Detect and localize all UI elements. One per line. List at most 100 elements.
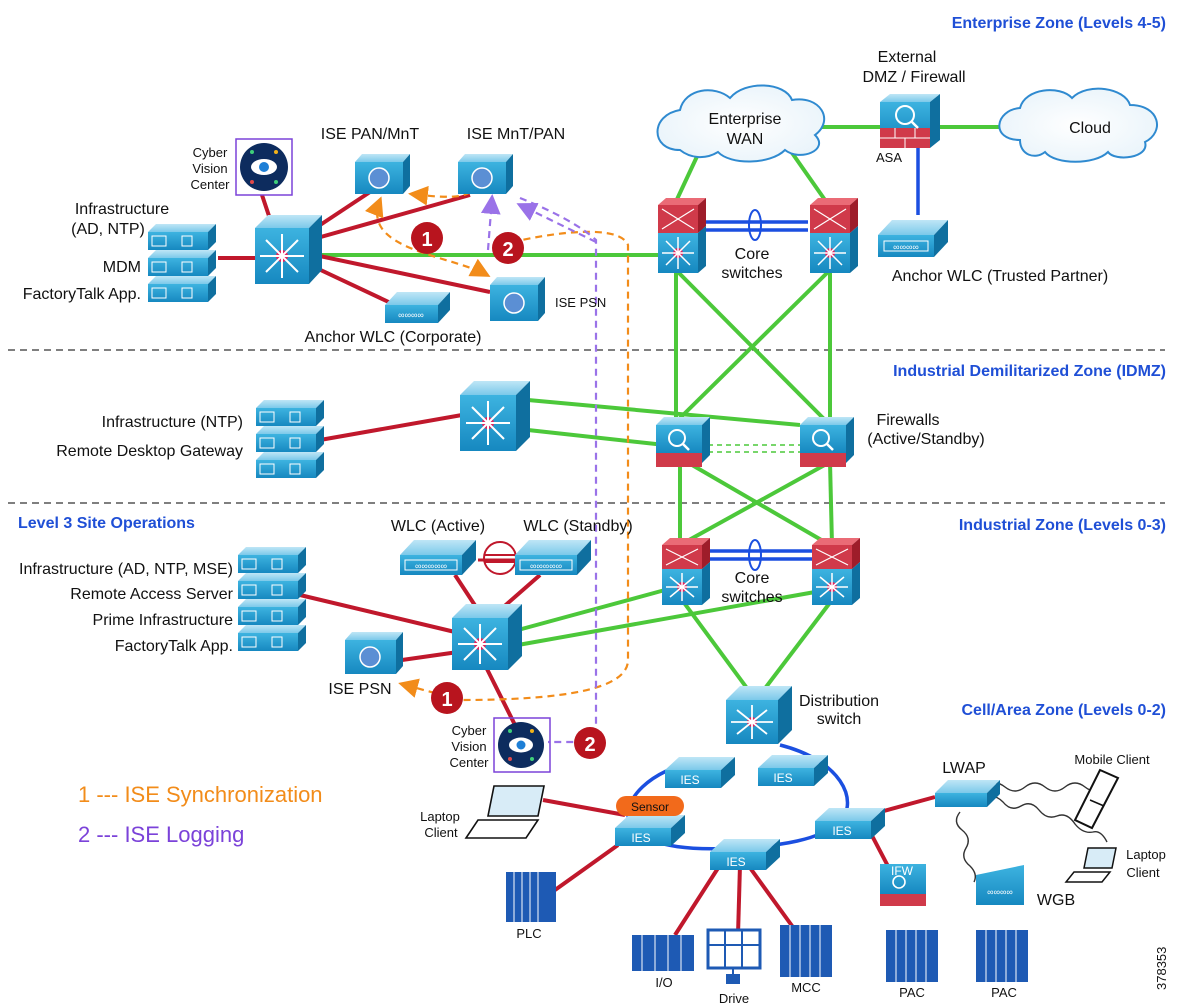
io-icon <box>632 935 694 971</box>
zone-level3: Level 3 Site Operations <box>18 515 195 532</box>
svg-text:1: 1 <box>421 229 432 251</box>
cyber-top-line1: Cyber <box>193 145 228 160</box>
mobile-client-label: Mobile Client <box>1074 752 1150 767</box>
ies-label-1: IES <box>680 773 699 787</box>
core-switch-top-left-icon <box>658 198 706 273</box>
core-top-line2: switches <box>721 265 782 282</box>
cyber-vision-center-bottom-icon <box>493 717 551 773</box>
anchor-wlc-partner-icon: ∞∞∞∞ <box>878 220 948 257</box>
badge-sync-top: 1 <box>411 222 443 254</box>
svg-text:∞∞∞∞: ∞∞∞∞ <box>398 310 424 320</box>
cyber-bot-line1: Cyber <box>452 723 487 738</box>
laptop-right-line2: Client <box>1126 865 1160 880</box>
svg-text:∞∞∞∞∞: ∞∞∞∞∞ <box>415 561 447 571</box>
mobile-client-icon <box>1073 768 1120 830</box>
pac1-icon <box>886 930 938 982</box>
pac1-label: PAC <box>899 985 925 1000</box>
ies-switch-3 <box>615 815 685 846</box>
green-links <box>315 125 1005 697</box>
svg-text:∞∞∞∞∞: ∞∞∞∞∞ <box>530 561 562 571</box>
core-switch-top-right-icon <box>810 198 858 273</box>
ise-logging-flows <box>480 194 598 744</box>
ise-psn-top-icon <box>490 277 545 321</box>
core-bot-line2: switches <box>721 589 782 606</box>
rdg-label: Remote Desktop Gateway <box>56 443 243 460</box>
asa-firewall-icon <box>880 94 940 148</box>
level3-switch-icon <box>452 604 522 670</box>
core-bot-line1: Core <box>735 570 770 587</box>
wlc-standby-icon: ∞∞∞∞∞ <box>515 540 591 575</box>
laptop-left-line1: Laptop <box>420 809 460 824</box>
svg-text:2: 2 <box>502 239 513 261</box>
cyber-vision-center-top-icon <box>235 138 293 196</box>
prime-label: Prime Infrastructure <box>93 612 234 629</box>
zone-cell: Cell/Area Zone (Levels 0-2) <box>961 702 1166 719</box>
ise-psn-bot-label: ISE PSN <box>328 681 391 698</box>
ext-dmz-line2: DMZ / Firewall <box>862 69 965 86</box>
cyber-top-line3: Center <box>190 177 230 192</box>
ies-switch-5 <box>815 808 885 839</box>
laptop-left-icon <box>464 785 545 839</box>
ise-pan-mnt-label: ISE PAN/MnT <box>321 126 420 143</box>
lwap-label: LWAP <box>942 760 986 777</box>
ext-dmz-line1: External <box>878 49 937 66</box>
anchor-wlc-corporate-icon: ∞∞∞∞ <box>385 292 450 323</box>
wgb-label: WGB <box>1037 892 1075 909</box>
distribution-switch-icon <box>726 686 792 744</box>
wlc-active-icon: ∞∞∞∞∞ <box>400 540 476 575</box>
cyber-bot-line3: Center <box>449 755 489 770</box>
drive-label: Drive <box>719 991 749 1006</box>
wireless-links <box>955 782 1108 883</box>
legend-sync: 1 --- ISE Synchronization <box>78 782 323 807</box>
cloud-label: Cloud <box>1069 120 1111 137</box>
enterprise-distribution-switch-icon <box>255 215 322 284</box>
asa-label: ASA <box>876 150 902 165</box>
infra-ad-ntp-line1: Infrastructure <box>75 201 169 218</box>
ies-label-2: IES <box>773 771 792 785</box>
firewall-standby-icon <box>800 417 854 467</box>
ifw-icon <box>880 864 926 906</box>
firewall-active-icon <box>656 417 710 467</box>
sensor-badge <box>616 796 684 816</box>
wlc-standby-label: WLC (Standby) <box>523 518 632 535</box>
firewalls-line1: Firewalls <box>876 412 939 429</box>
ras-label: Remote Access Server <box>70 586 233 603</box>
lwap-icon <box>935 780 1000 807</box>
badge-logging-bottom: 2 <box>574 727 606 759</box>
ies-switch-icons <box>615 755 885 870</box>
core-top-line1: Core <box>735 246 770 263</box>
zone-enterprise: Enterprise Zone (Levels 4-5) <box>952 15 1166 32</box>
red-links <box>218 190 936 937</box>
infra-mse-label: Infrastructure (AD, NTP, MSE) <box>19 561 233 578</box>
zone-industrial: Industrial Zone (Levels 0-3) <box>959 517 1166 534</box>
cyber-bot-line2: Vision <box>451 739 486 754</box>
svg-text:1: 1 <box>441 689 452 711</box>
blue-link-rings <box>748 209 762 571</box>
enterprise-wan-cloud <box>656 84 826 163</box>
anchor-corp-label: Anchor WLC (Corporate) <box>305 329 482 346</box>
badge-sync-bottom: 1 <box>431 682 463 714</box>
dist-switch-line2: switch <box>817 711 861 728</box>
zone-idmz: Industrial Demilitarized Zone (IDMZ) <box>893 363 1166 380</box>
badge-logging-top: 2 <box>492 232 524 264</box>
internet-cloud <box>998 87 1158 163</box>
plc-label: PLC <box>516 926 541 941</box>
ies-switch-4 <box>710 839 780 870</box>
svg-text:∞∞∞∞: ∞∞∞∞ <box>893 242 919 252</box>
ise-mnt-pan-icon <box>458 154 513 194</box>
ise-psn-bottom-icon <box>345 632 403 674</box>
ies-label-4: IES <box>726 855 745 869</box>
ise-pan-mnt-icon <box>355 154 410 194</box>
svg-text:2: 2 <box>584 734 595 756</box>
server-stack-top-icon <box>148 224 216 302</box>
ies-switch-2 <box>758 755 828 786</box>
green-dashed-ha-links <box>708 444 800 453</box>
io-label: I/O <box>655 975 672 990</box>
dist-switch-line1: Distribution <box>799 693 879 710</box>
wlc-active-label: WLC (Active) <box>391 518 485 535</box>
legend-logging: 2 --- ISE Logging <box>78 822 244 847</box>
ies-label-5: IES <box>832 824 851 838</box>
mdm-label: MDM <box>103 259 141 276</box>
drive-icon <box>706 928 762 984</box>
